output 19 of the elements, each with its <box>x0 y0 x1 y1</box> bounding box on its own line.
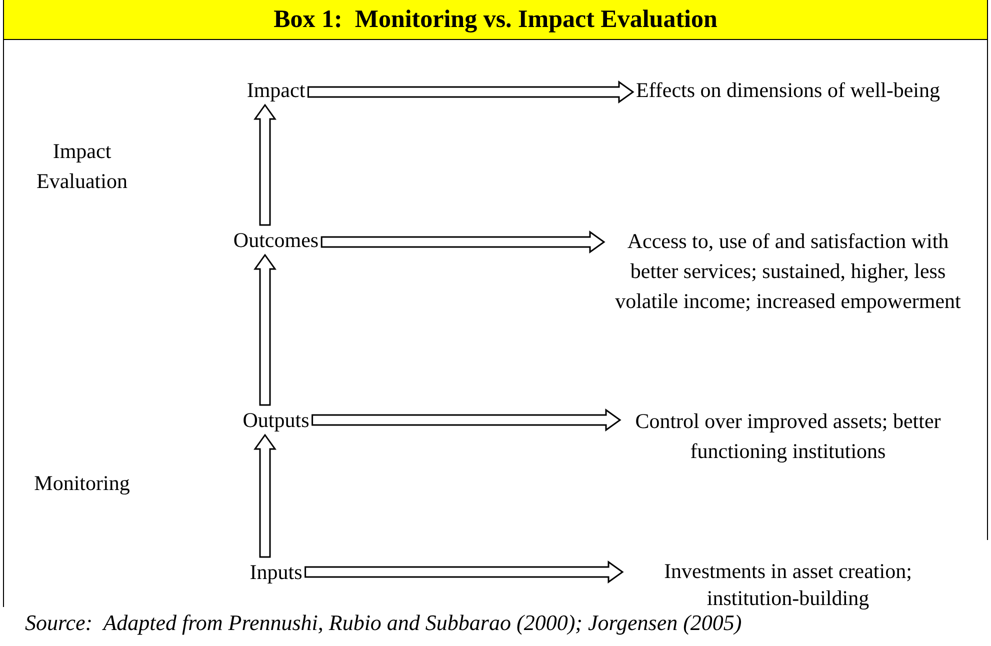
node-text: Effects on dimensions of well-being <box>636 78 940 102</box>
node-text: Investments in asset creation; institution-building <box>663 558 913 612</box>
block-arrow <box>304 560 624 584</box>
node-text: Outputs <box>242 408 310 432</box>
block-arrow <box>307 80 634 104</box>
node-text: Inputs <box>250 560 302 584</box>
source-caption: Source: Adapted from Prennushi, Rubio and Subbarao (2000); Jorgensen (2005) <box>25 611 742 635</box>
title: Box 1: Monitoring vs. Impact Evaluation <box>274 4 718 35</box>
node-text: Impact <box>246 78 306 102</box>
block-arrow <box>254 254 276 406</box>
node-text: Access to, use of and satisfaction with better services; sustained, higher, less volatile income; increased empowerment <box>614 228 962 315</box>
side-label: Monitoring <box>33 470 131 497</box>
block-arrow <box>254 434 276 558</box>
side-label: Impact Evaluation <box>36 138 128 195</box>
node-text: Control over improved assets; better functioning institutions <box>634 408 942 465</box>
block-arrow <box>320 230 606 254</box>
block-arrow <box>254 104 276 226</box>
node-text: Outcomes <box>233 228 319 252</box>
block-arrow <box>312 408 622 432</box>
